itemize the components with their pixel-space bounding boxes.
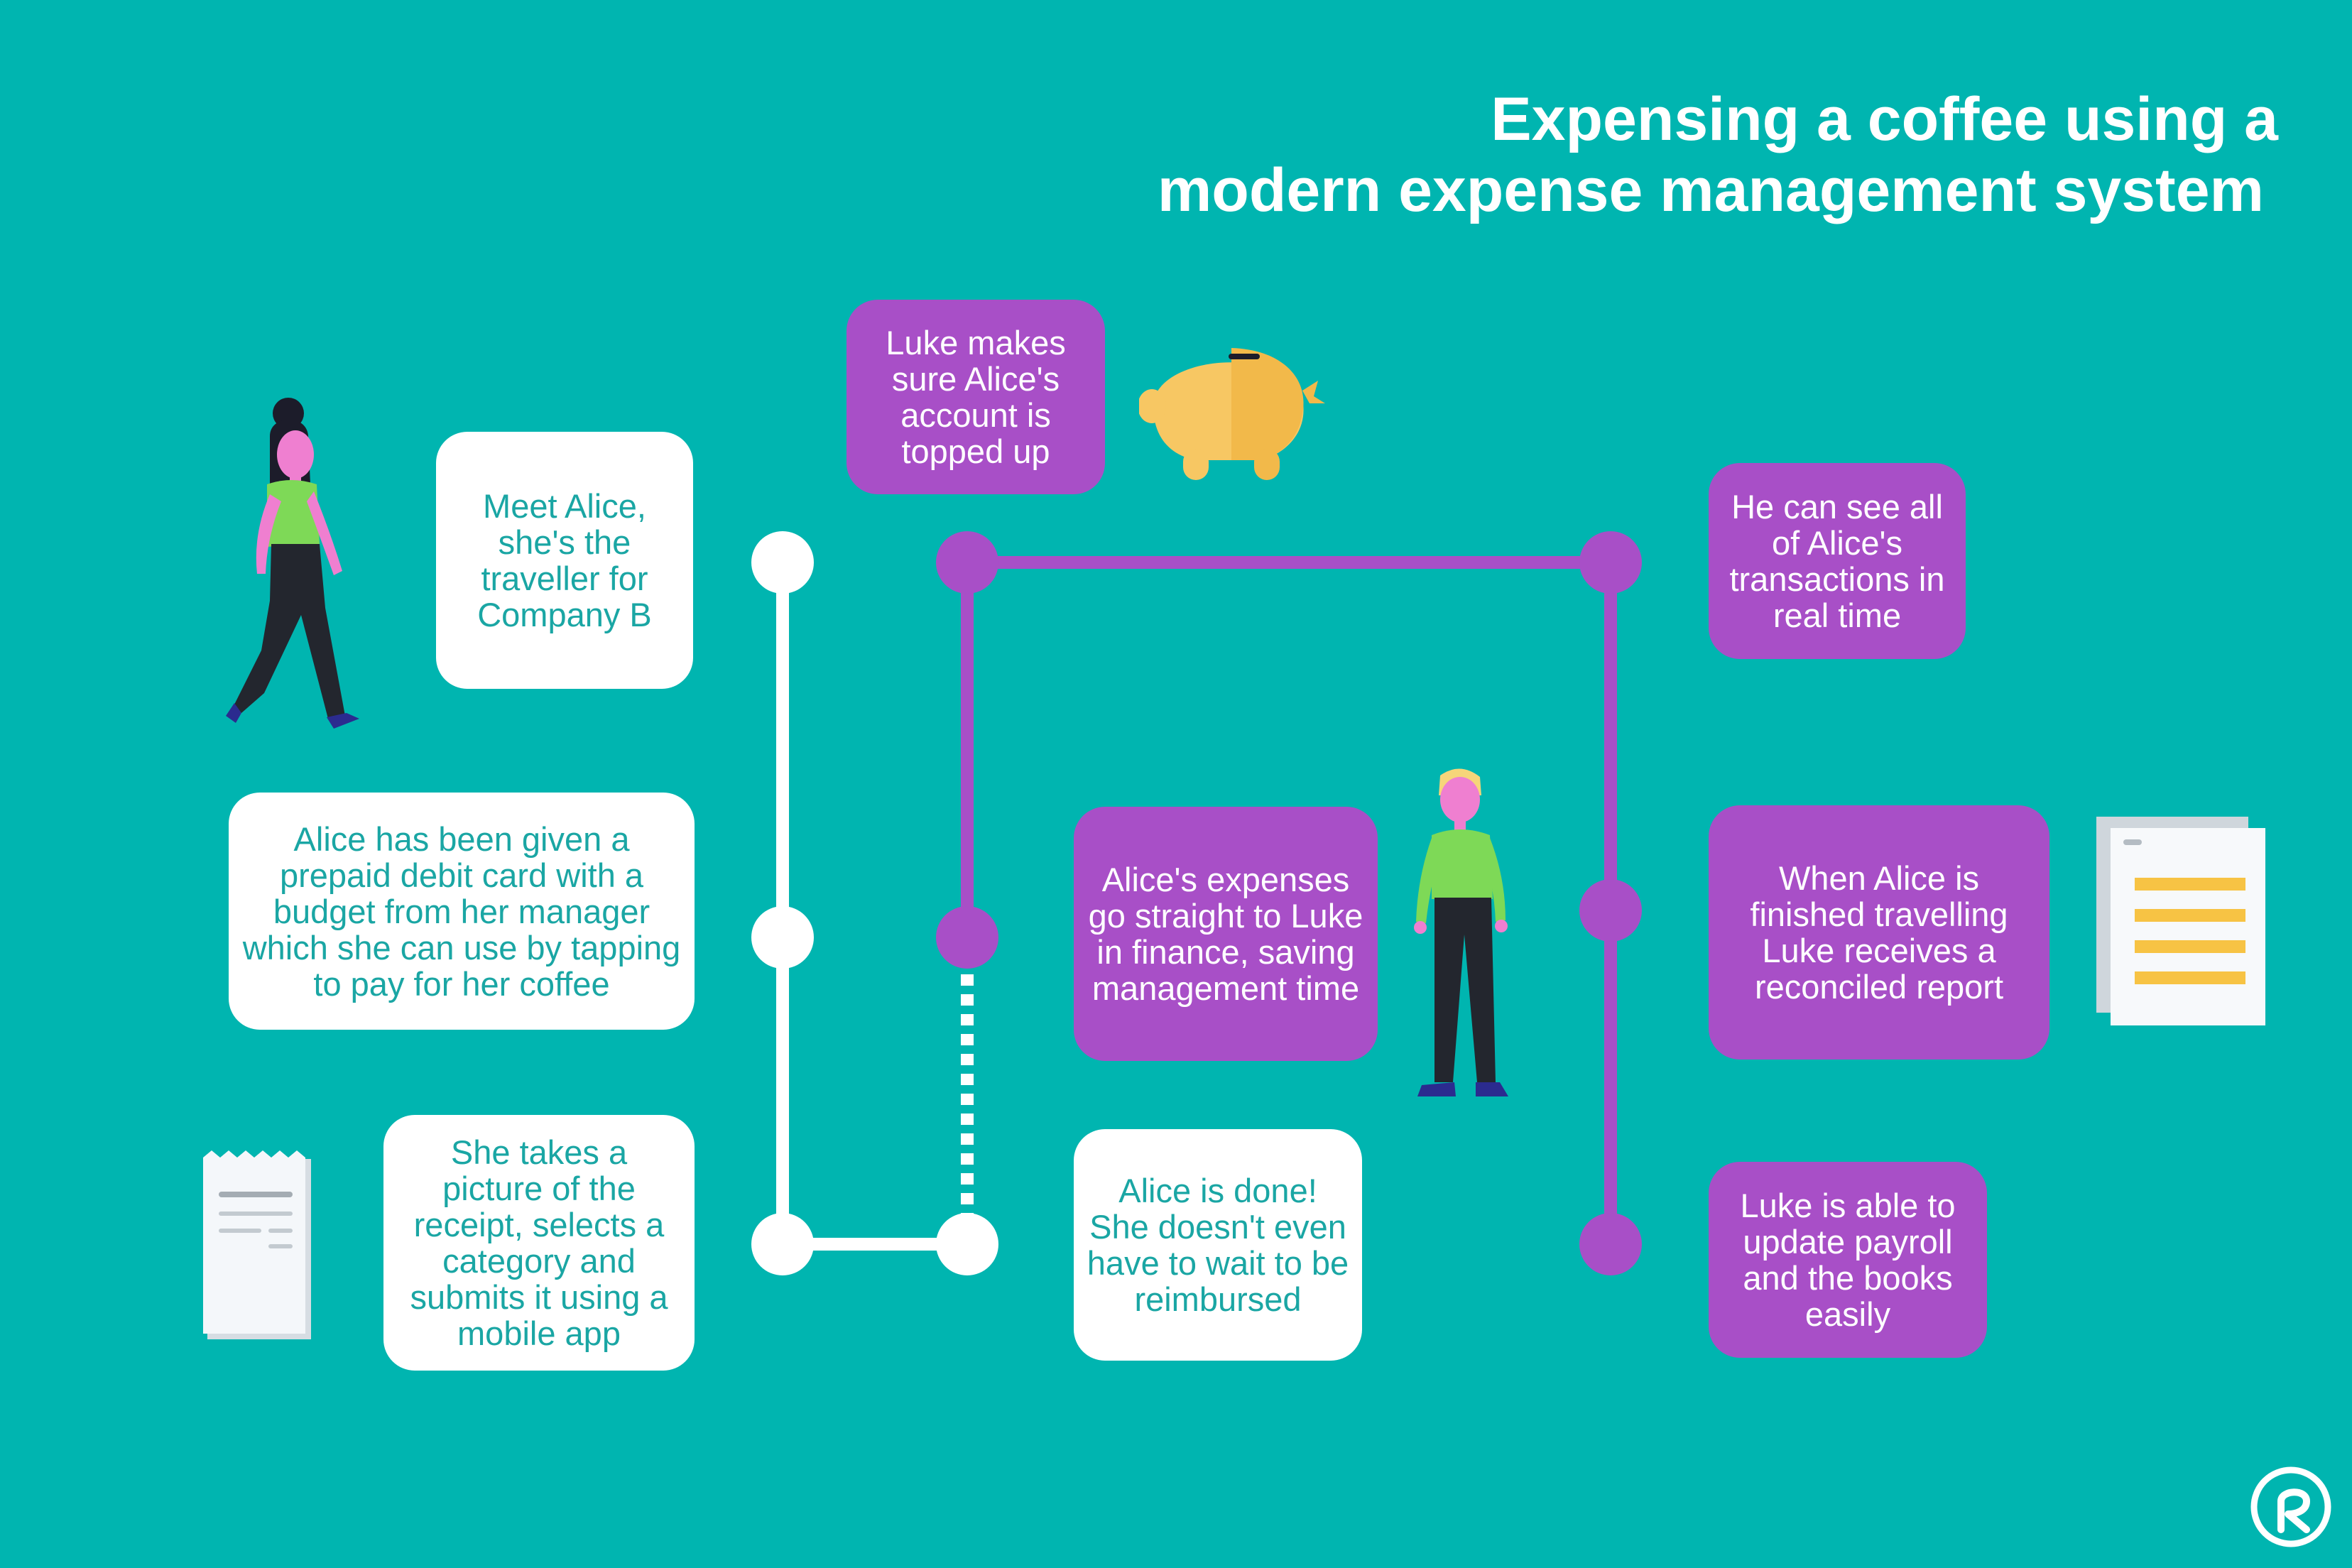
card-receipt-submit: She takes a picture of the receipt, sele… <box>383 1115 695 1371</box>
node-finance-3 <box>936 1213 998 1275</box>
card-expenses-to-luke-text: Alice's expenses go straight to Luke in … <box>1088 861 1363 1007</box>
card-meet-alice: Meet Alice, she's the traveller for Comp… <box>436 432 693 689</box>
node-finance-1 <box>936 531 998 594</box>
man-standing-icon <box>1414 768 1508 1096</box>
node-luke-2 <box>1579 879 1642 942</box>
card-receipt-submit-text: She takes a picture of the receipt, sele… <box>410 1133 668 1352</box>
page-title: Expensing a coffee using a modern expens… <box>929 84 2278 226</box>
card-topped-up-text: Luke makes sure Alice's account is toppe… <box>886 324 1066 470</box>
node-alice-1 <box>751 531 814 594</box>
card-topped-up: Luke makes sure Alice's account is toppe… <box>846 300 1105 494</box>
card-prepaid-card: Alice has been given a prepaid debit car… <box>229 793 695 1030</box>
title-line-1: Expensing a coffee using a <box>1491 85 2278 153</box>
card-payroll-text: Luke is able to update payroll and the b… <box>1740 1187 1956 1333</box>
node-alice-2 <box>751 906 814 969</box>
receipt-icon <box>203 1150 311 1339</box>
node-alice-3 <box>751 1213 814 1275</box>
traveller-track <box>776 562 974 1251</box>
brand-logo-icon <box>2250 1466 2331 1547</box>
card-real-time: He can see all of Alice's transactions i… <box>1709 463 1966 659</box>
report-document-icon <box>2096 817 2265 1025</box>
title-line-2: modern expense management system <box>1157 156 2264 224</box>
piggy-bank-icon <box>1139 348 1325 480</box>
card-payroll: Luke is able to update payroll and the b… <box>1709 1162 1987 1358</box>
card-reconciled-report: When Alice is finished travelling Luke r… <box>1709 805 2049 1060</box>
node-finance-2 <box>936 906 998 969</box>
card-alice-done: Alice is done! She doesn't even have to … <box>1074 1129 1362 1361</box>
card-reconciled-report-text: When Alice is finished travelling Luke r… <box>1750 859 2008 1006</box>
card-real-time-text: He can see all of Alice's transactions i… <box>1729 488 1945 634</box>
node-luke-3 <box>1579 1213 1642 1275</box>
woman-walking-icon <box>226 398 359 729</box>
card-prepaid-card-text: Alice has been given a prepaid debit car… <box>242 820 681 1003</box>
card-alice-done-text: Alice is done! She doesn't even have to … <box>1087 1172 1349 1318</box>
card-expenses-to-luke: Alice's expenses go straight to Luke in … <box>1074 807 1378 1061</box>
nodes <box>751 531 1642 1275</box>
card-meet-alice-text: Meet Alice, she's the traveller for Comp… <box>477 487 652 633</box>
node-luke-1 <box>1579 531 1642 594</box>
